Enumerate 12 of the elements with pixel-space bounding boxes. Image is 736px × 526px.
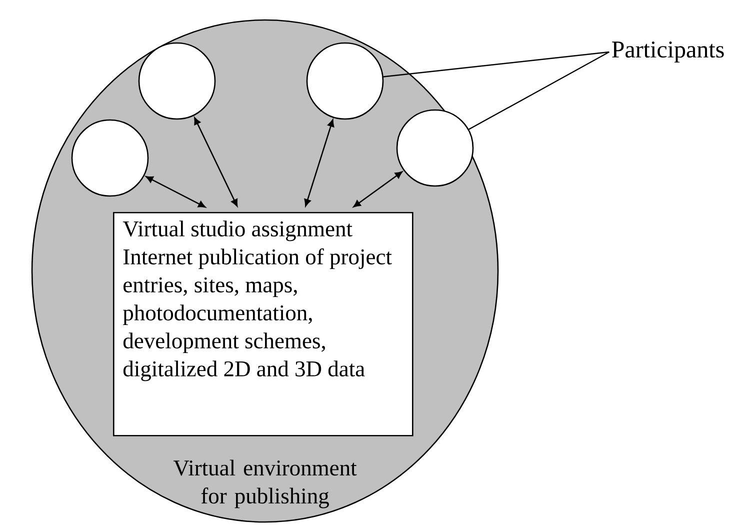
leader-line	[468, 51, 610, 130]
participant-circle	[396, 109, 474, 187]
leader-line	[383, 51, 610, 78]
participant-circle	[306, 42, 384, 120]
participant-circle	[138, 42, 216, 120]
participants-label: Participants	[612, 42, 724, 62]
arrow	[353, 171, 402, 208]
participant-circle	[71, 119, 149, 197]
arrow	[304, 119, 334, 206]
content-box: Virtual studio assignment Internet publication of project entries, sites, maps, photodocumentation, development schemes, digitalized 2D and 3D data	[113, 212, 414, 436]
arrow	[146, 176, 206, 208]
arrow	[194, 117, 238, 207]
